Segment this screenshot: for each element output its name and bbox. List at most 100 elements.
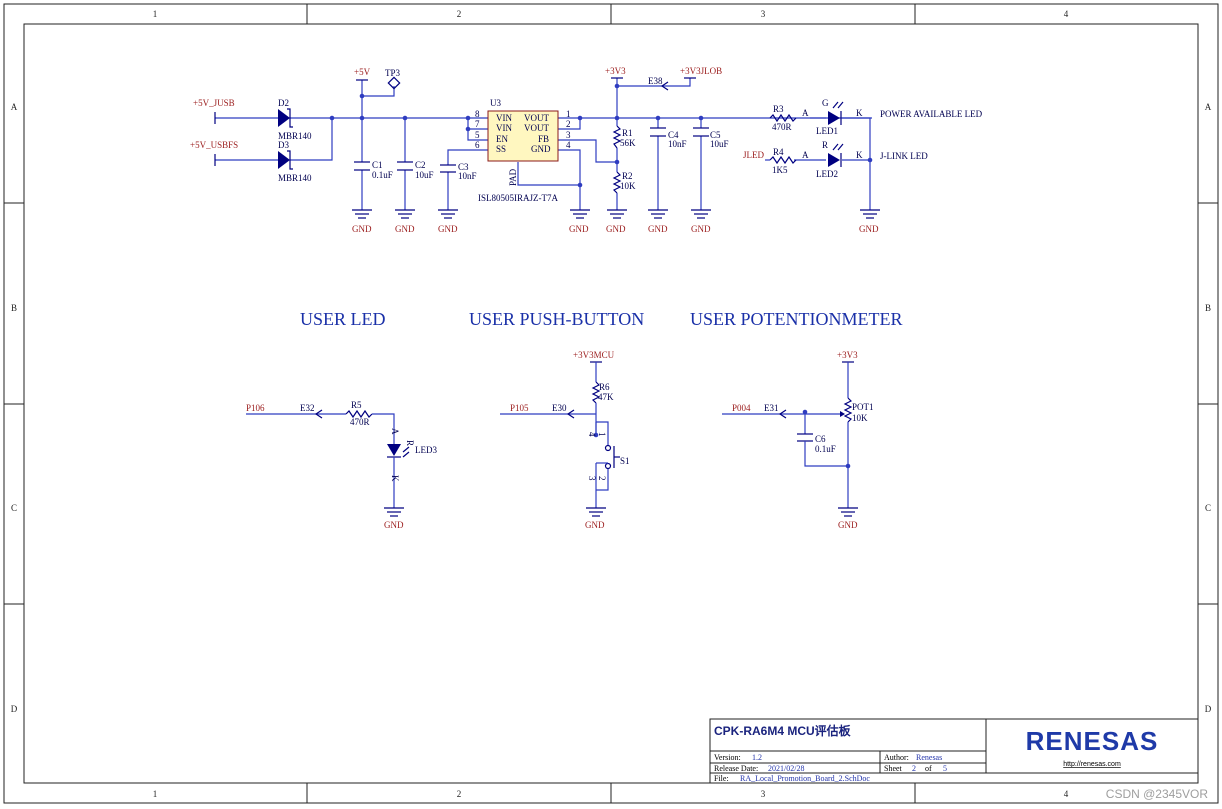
u3-pin8-name: VIN (496, 113, 512, 123)
led1-anode-label: A (802, 108, 809, 118)
net-p105: P105 (510, 403, 529, 413)
net-3v3-top: +3V3 (605, 66, 626, 76)
net-5v-usbfs: +5V_USBFS (190, 140, 238, 150)
renesas-url: http://renesas.com (1063, 761, 1121, 768)
tb-version-label: Version: (714, 753, 741, 762)
col-2-bottom: 2 (457, 789, 462, 799)
u3-pin7-num: 7 (475, 119, 480, 129)
c4-value: 10nF (668, 139, 687, 149)
r4-ref: R4 (773, 147, 784, 157)
row-c-right: C (1205, 503, 1211, 513)
sheet-frame (3, 3, 1219, 804)
tb-release-label: Release Date: (714, 764, 758, 773)
row-b-left: B (11, 303, 17, 313)
u3-pin5-num: 5 (475, 130, 480, 140)
u3-pin2-num: 2 (566, 119, 571, 129)
net-5v: +5V (354, 67, 371, 77)
gnd-c5: GND (691, 209, 711, 234)
tb-file-label: File: (714, 774, 729, 783)
net-jled: JLED (743, 150, 764, 160)
u3-part: ISL80505IRAJZ-T7A (478, 193, 558, 203)
net-3v3-pot: +3V3 (837, 350, 858, 360)
led-led1: G LED1 K POWER AVAILABLE LED (816, 98, 983, 136)
c5-ref: C5 (710, 130, 721, 140)
led2-anode-label: A (802, 150, 809, 160)
u3-pin3-name: FB (538, 134, 549, 144)
testpoint-tp3: TP3 (385, 68, 401, 78)
led3-cathode-label: K (390, 475, 400, 482)
r6-value: 47K (598, 392, 614, 402)
capacitor-c5: C5 10uF (693, 127, 729, 149)
net-5v-jusb: +5V_JUSB (193, 98, 235, 108)
u3-pin3-num: 3 (566, 130, 571, 140)
section-user-led: USER LED (300, 309, 386, 329)
r5-ref: R5 (351, 400, 362, 410)
col-1-bottom: 1 (153, 789, 158, 799)
c1-value: 0.1uF (372, 170, 393, 180)
u3-pin6-num: 6 (475, 140, 480, 150)
led2-cathode-label: K (856, 150, 863, 160)
row-d-right: D (1205, 704, 1212, 714)
r5-value: 470R (350, 417, 370, 427)
col-1-top: 1 (153, 9, 158, 19)
net-3v3mcu: +3V3MCU (573, 350, 615, 360)
gnd-c3: GND (438, 209, 458, 234)
led1-color: G (822, 98, 829, 108)
section-user-push-button: USER PUSH-BUTTON (469, 309, 644, 329)
resistor-r4: R4 1K5 A (769, 147, 809, 175)
u3-pin7-name: VIN (496, 123, 512, 133)
s1-pin4: 4 (587, 432, 597, 437)
zone-labels: 1 2 3 4 1 2 3 4 A B C D A B C D (11, 9, 1212, 799)
pot1-ref: POT1 (852, 402, 874, 412)
resistor-r1: R1 56K (612, 125, 636, 149)
row-d-left: D (11, 704, 18, 714)
c3-ref: C3 (458, 162, 469, 172)
u3-pin6-name: SS (496, 144, 506, 154)
s1-ref: S1 (620, 456, 630, 466)
gnd-c2: GND (395, 209, 415, 234)
d2-ref: D2 (278, 98, 289, 108)
c6-value: 0.1uF (815, 444, 836, 454)
led-led2: R LED2 K J-LINK LED (816, 140, 928, 179)
tb-release-date: 2021/02/28 (768, 764, 804, 773)
renesas-logo: RENESAS (1026, 726, 1159, 756)
capacitor-c4: C4 10nF (650, 127, 687, 149)
tb-author-label: Author: (884, 753, 909, 762)
r6-ref: R6 (599, 382, 610, 392)
tb-sheet-label: Sheet (884, 764, 903, 773)
svg-text:GND: GND (648, 224, 668, 234)
led1-cathode-label: K (856, 108, 863, 118)
u3-pin5-name: EN (496, 134, 508, 144)
user-push-button-circuit: +3V3MCU R6 47K P105 E30 4 1 3 2 S1 GND (500, 350, 630, 530)
led3-ref: LED3 (415, 445, 437, 455)
c2-ref: C2 (415, 160, 426, 170)
net-e30: E30 (552, 403, 567, 413)
led2-function: J-LINK LED (880, 151, 928, 161)
c5-value: 10uF (710, 139, 729, 149)
diode-d2: D2 MBR140 (278, 98, 312, 141)
led1-function: POWER AVAILABLE LED (880, 109, 983, 119)
capacitor-c3: C3 10nF (440, 162, 477, 181)
row-a-right: A (1205, 102, 1212, 112)
tb-sheet-total: 5 (943, 764, 947, 773)
led3-anode-label: A (390, 428, 400, 435)
r4-value: 1K5 (772, 165, 788, 175)
d3-ref: D3 (278, 140, 289, 150)
u3-pin8-num: 8 (475, 109, 480, 119)
tb-version: 1.2 (752, 753, 762, 762)
power-wires (215, 78, 872, 210)
u3-pin4-num: 4 (566, 140, 571, 150)
net-3v3jlob: +3V3JLOB (680, 66, 722, 76)
tb-file: RA_Local_Promotion_Board_2.SchDoc (740, 774, 870, 783)
power-net-labels: +5V_JUSB +5V_USBFS +5V TP3 +3V3 E38 +3V3… (190, 66, 764, 166)
col-2-top: 2 (457, 9, 462, 19)
diode-d3: D3 MBR140 (278, 140, 312, 183)
col-4-bottom: 4 (1064, 789, 1069, 799)
net-e31: E31 (764, 403, 779, 413)
gnd-u3: GND (569, 209, 590, 234)
d3-value: MBR140 (278, 173, 312, 183)
user-potentiometer-circuit: +3V3 P004 E31 POT1 10K C6 0.1uF GND (722, 350, 874, 530)
r2-value: 10K (620, 181, 636, 191)
c3-value: 10nF (458, 171, 477, 181)
